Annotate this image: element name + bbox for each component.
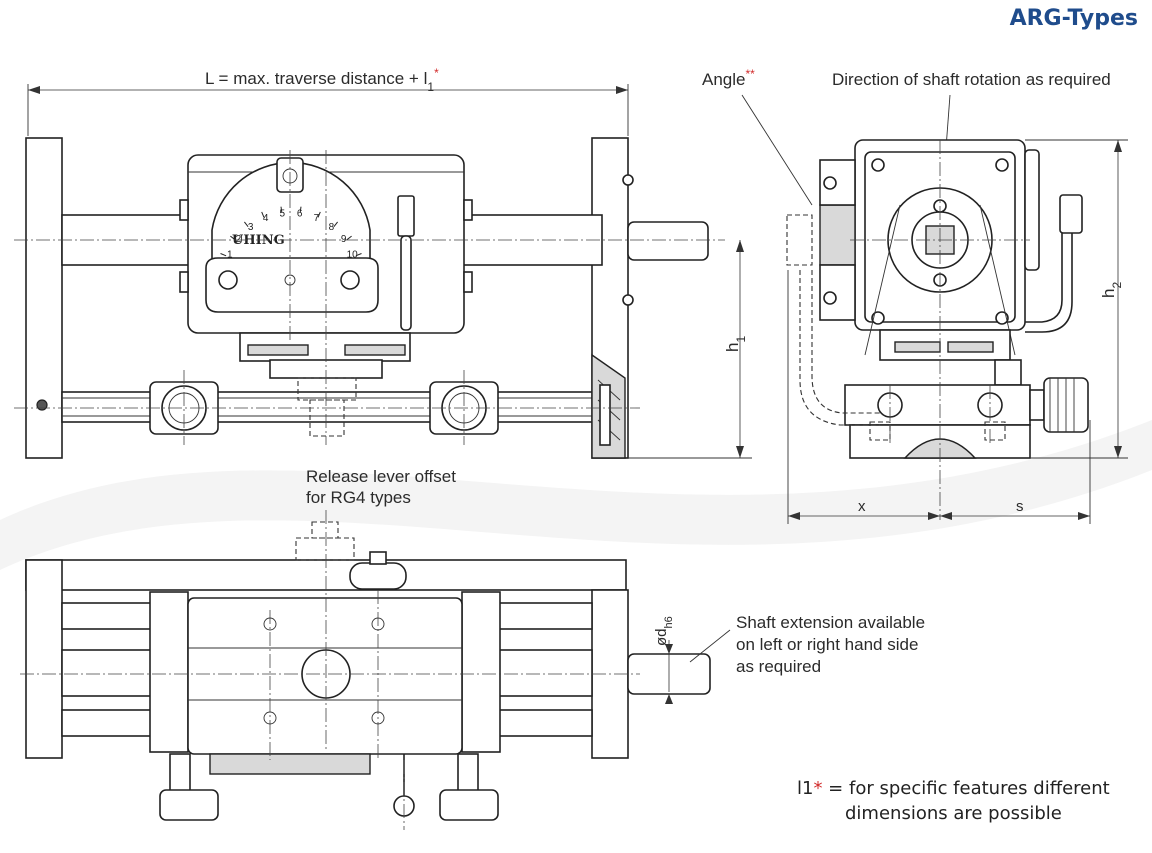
dial-tick — [346, 235, 352, 241]
shaft-extension-label-1: Shaft extension available — [736, 613, 925, 632]
side-view: Angle** Direction of shaft rotation as r… — [702, 67, 1128, 524]
dial-tick — [230, 235, 236, 241]
footnote-line-1: l1* = for specific features different — [797, 778, 1110, 799]
dial-tick — [333, 221, 338, 228]
dial-number: 10 — [347, 249, 359, 260]
dial-number: 1 — [227, 249, 233, 260]
direction-label: Direction of shaft rotation as required — [832, 70, 1111, 89]
dial-number: 8 — [329, 222, 335, 233]
top-view: Release lever offset for RG4 types — [20, 467, 925, 830]
front-view: L = max. traverse distance + l1* — [14, 66, 752, 459]
dial-label: UHING — [232, 233, 285, 248]
release-lever-label-1: Release lever offset — [306, 467, 456, 486]
dial-number: 5 — [280, 209, 286, 220]
shaft-extension-label-2: on left or right hand side — [736, 635, 918, 654]
dial-tick — [220, 253, 227, 257]
shaft-extension-label-3: as required — [736, 657, 821, 676]
angle-label: Angle** — [702, 67, 755, 89]
page-title: ARG-Types — [1009, 6, 1138, 31]
dial-tick — [299, 206, 302, 213]
x-label: x — [858, 498, 866, 515]
s-label: s — [1016, 498, 1024, 515]
dial-tick — [244, 221, 249, 228]
dial-number: 3 — [248, 222, 254, 233]
footnote: l1* = for specific features different di… — [797, 776, 1110, 826]
dial-tick — [355, 253, 362, 257]
h2-label: h2 — [1099, 282, 1124, 298]
length-formula: L = max. traverse distance + l1* — [205, 66, 439, 94]
diameter-label: ødh6 — [653, 616, 675, 646]
h1-label: h1 — [723, 336, 748, 352]
dial-tick — [317, 211, 321, 218]
dial-tick — [280, 206, 283, 213]
dial-tick — [261, 211, 265, 218]
release-lever-label-2: for RG4 types — [306, 488, 411, 507]
footnote-line-2: dimensions are possible — [845, 803, 1062, 824]
dial-number: 9 — [341, 234, 347, 245]
dial-number: 6 — [297, 209, 303, 220]
dial-number: 4 — [263, 213, 269, 224]
dial-number: 7 — [314, 213, 320, 224]
